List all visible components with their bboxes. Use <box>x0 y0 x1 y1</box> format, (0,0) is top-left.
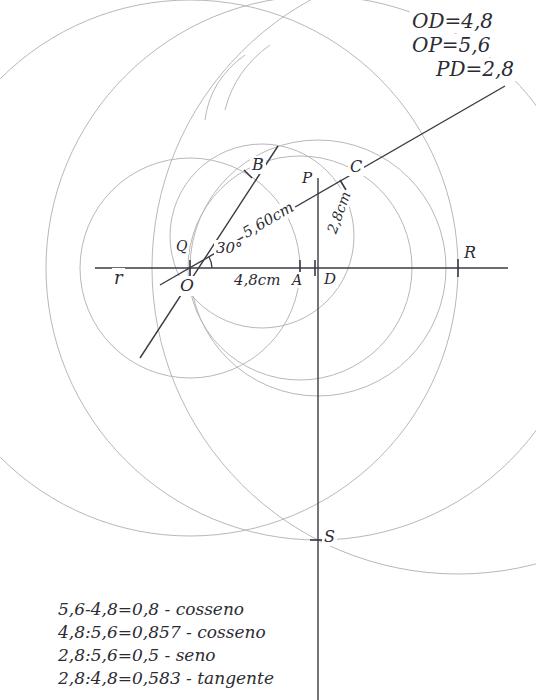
point-label: Q <box>174 238 189 254</box>
tick-marks <box>190 170 458 540</box>
calculation-note: 5,6-4,8=0,8 - cosseno <box>56 600 246 620</box>
compass-arcs <box>0 0 536 574</box>
point-label: 4,8cm <box>232 272 282 289</box>
calculation-note: 4,8:5,6=0,857 - cosseno <box>56 623 268 643</box>
point-label: R <box>462 244 478 262</box>
point-label: r <box>112 268 125 289</box>
line-ob <box>140 146 278 358</box>
line-r <box>95 267 508 268</box>
point-label: B <box>250 156 266 174</box>
point-label: D <box>322 271 338 288</box>
point-label: 30° <box>214 240 245 257</box>
measure-note: PD=2,8 <box>434 58 516 81</box>
compass-arc <box>225 45 270 110</box>
angle-arc <box>209 257 212 268</box>
tick <box>314 260 316 276</box>
compass-arc <box>205 55 245 120</box>
calculation-note: 2,8:4,8=0,583 - tangente <box>56 669 276 689</box>
compass-circle <box>46 0 536 540</box>
line-30-degrees <box>160 86 505 285</box>
point-label: P <box>300 170 314 187</box>
measure-note: OP=5,6 <box>410 34 492 57</box>
point-label: S <box>322 528 337 546</box>
point-label: C <box>348 158 364 176</box>
compass-circle <box>170 144 354 328</box>
perpendicular-line <box>317 178 318 700</box>
tick <box>457 259 459 277</box>
point-label: O <box>178 276 196 296</box>
measure-note: OD=4,8 <box>410 10 495 33</box>
calculation-note: 2,8:5,6=0,5 - seno <box>56 646 218 666</box>
point-label: 2,8cm <box>323 187 354 237</box>
tick <box>189 260 191 276</box>
point-label: A <box>290 272 304 288</box>
compass-circle <box>152 0 536 574</box>
